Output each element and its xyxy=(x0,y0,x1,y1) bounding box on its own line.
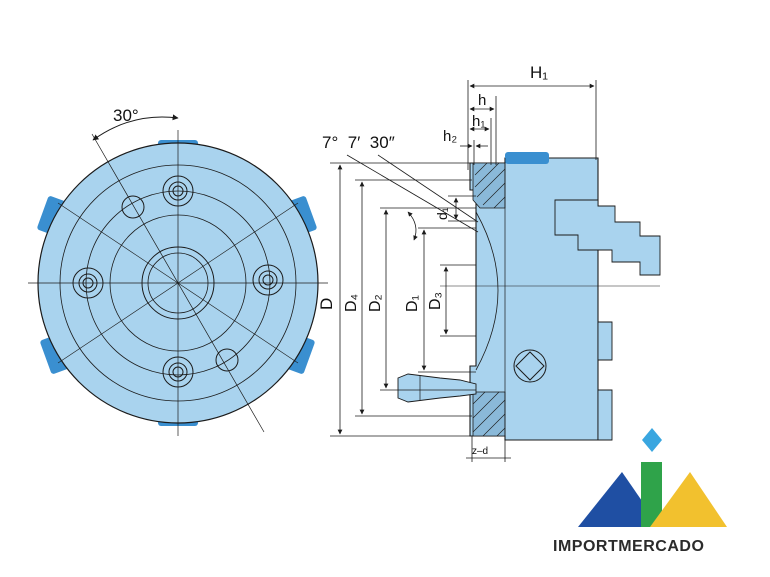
taper-arc xyxy=(407,211,418,241)
bolt-hole-top xyxy=(162,175,194,207)
small-hole-lower xyxy=(215,348,239,372)
small-hole-upper xyxy=(121,195,145,219)
key-socket xyxy=(513,349,547,383)
label-d1: d₁ xyxy=(434,207,450,220)
section-top-hatch xyxy=(474,162,506,209)
front-face-curve xyxy=(475,211,499,371)
label-zd: z–d xyxy=(472,446,488,457)
t-bolt xyxy=(397,373,477,403)
importmercado-logo xyxy=(578,428,727,527)
side-jaw-upper xyxy=(554,199,661,276)
angle-label: 30° xyxy=(113,106,139,125)
section-bottom xyxy=(472,391,506,437)
label-D3: D₃ xyxy=(427,292,444,310)
bolt-hole-bottom-core xyxy=(172,366,184,378)
label-D2: D₂ xyxy=(367,294,384,312)
logo-diamond xyxy=(642,428,662,452)
front-view: 30° xyxy=(28,106,328,436)
zd-dim xyxy=(466,436,511,462)
key-socket-diamond xyxy=(515,351,545,381)
diameter-dims xyxy=(330,162,476,437)
centerline-diag-b xyxy=(57,202,299,364)
logo-yellow-mountain xyxy=(650,472,727,527)
taper-label: 7° 7′ 30″ xyxy=(322,133,395,152)
side-jaw-top xyxy=(505,152,549,164)
label-D4: D₄ xyxy=(343,294,360,312)
bolt-hole-left xyxy=(72,267,104,299)
logo-green-bar xyxy=(641,462,662,527)
bolt-hole-bottom xyxy=(162,356,194,388)
logo-wordmark: IMPORTMERCADO xyxy=(553,538,705,555)
bolt-hole-top-inner xyxy=(168,181,188,201)
bolt-hole-left-core xyxy=(82,277,94,289)
label-D1: D₁ xyxy=(404,295,421,312)
section-bottom-hatch xyxy=(472,391,506,437)
side-jaw-lower xyxy=(597,321,613,441)
bolt-hole-top-core xyxy=(172,185,184,197)
bolt-hole-bottom-inner xyxy=(168,362,188,382)
bolt-holes xyxy=(72,175,284,388)
section-top xyxy=(472,162,506,209)
bolt-hole-left-inner xyxy=(78,273,98,293)
logo-blue-mountain xyxy=(578,472,660,527)
taper-leader-a xyxy=(346,154,479,233)
bolt-hole-right-core xyxy=(262,274,274,286)
length-dims xyxy=(460,80,597,170)
label-h1: h₁ xyxy=(472,113,485,130)
label-h2: h₂ xyxy=(443,128,457,145)
bolt-hole-right xyxy=(252,264,284,296)
label-h: h xyxy=(478,92,486,109)
taper-leader-b xyxy=(377,154,479,223)
angle-arc xyxy=(92,114,179,141)
label-D: D xyxy=(317,298,336,310)
bolt-hole-right-inner xyxy=(258,270,278,290)
side-view: 7° 7′ 30″ D D₄ D₂ xyxy=(317,63,661,462)
label-H1: H₁ xyxy=(530,63,548,82)
